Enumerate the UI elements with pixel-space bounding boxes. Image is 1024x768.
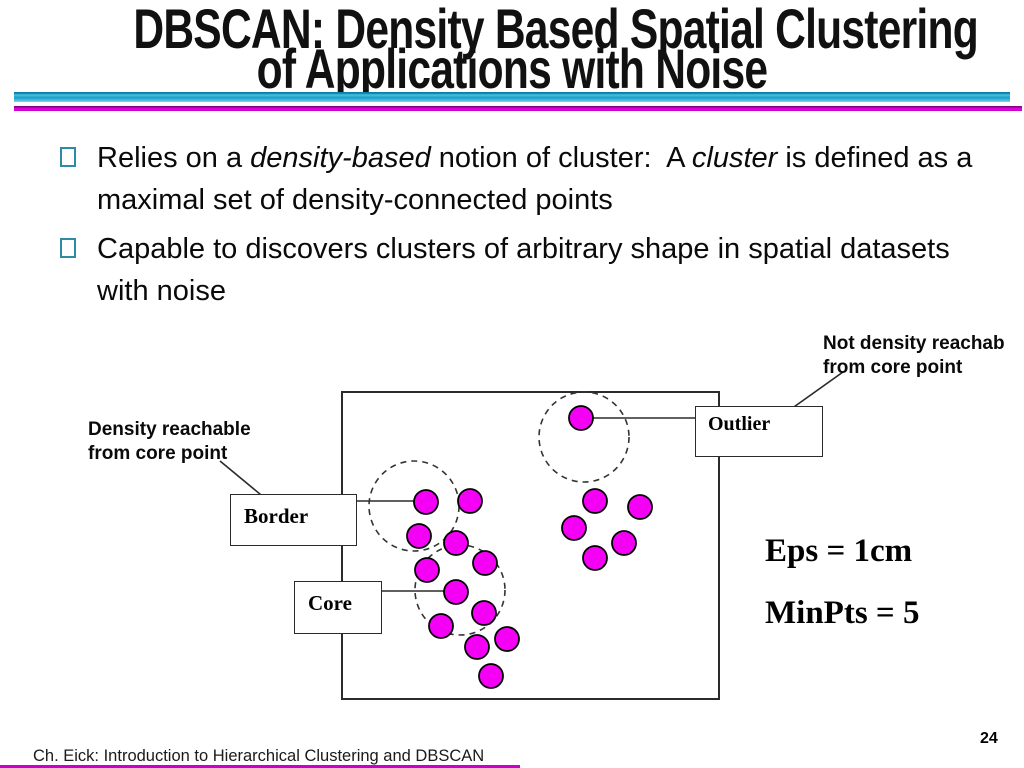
page-number: 24 <box>980 730 998 747</box>
eps-parameter: Eps = 1cm <box>765 533 913 569</box>
slide-title-line2-text: of Applications with Noise <box>256 37 768 100</box>
annotation-not-density-reachable-line2: from core point <box>823 357 963 378</box>
border-label: Border <box>244 504 309 528</box>
annotation-not-density-reachable: Not density reachab from core point <box>823 332 1005 380</box>
data-point <box>494 626 520 652</box>
data-point <box>443 530 469 556</box>
slide-title-line1-text: DBSCAN: Density Based Spatial Clustering <box>133 0 978 60</box>
bullet-item-1-text: Relies on a density-based notion of clus… <box>97 137 992 221</box>
data-point <box>464 634 490 660</box>
annotation-density-reachable: Density reachable from core point <box>88 418 251 466</box>
data-point <box>582 545 608 571</box>
data-point <box>413 489 439 515</box>
data-point <box>611 530 637 556</box>
data-point <box>627 494 653 520</box>
data-point <box>478 663 504 689</box>
data-point <box>457 488 483 514</box>
annotation-not-density-reachable-line1: Not density reachab <box>823 333 1005 354</box>
data-point <box>406 523 432 549</box>
data-point <box>472 550 498 576</box>
bullet-text-segment: notion of cluster: A <box>430 142 692 174</box>
header-rule-magenta <box>14 106 1022 111</box>
data-point <box>561 515 587 541</box>
square-bullet-icon <box>60 238 76 258</box>
bullet-text-segment: is defined as a maximal set of density-c… <box>97 142 981 216</box>
border-label-box: Border <box>230 494 357 546</box>
data-point <box>582 488 608 514</box>
square-bullet-icon <box>60 147 76 167</box>
eps-neighborhood-circle <box>538 391 630 483</box>
footer-credit: Ch. Eick: Introduction to Hierarchical C… <box>33 747 485 765</box>
bullet-item-2-text: Capable to discovers clusters of arbitra… <box>97 228 992 312</box>
core-label: Core <box>308 591 352 615</box>
footer-rule-magenta <box>0 765 520 768</box>
slide-title-line1: DBSCAN: Density Based Spatial Clustering <box>0 0 1024 60</box>
data-point <box>428 613 454 639</box>
outlier-label: Outlier <box>708 413 771 435</box>
data-point <box>414 557 440 583</box>
data-point <box>443 579 469 605</box>
slide-title-line2: of Applications with Noise <box>0 37 1024 100</box>
minpts-parameter: MinPts = 5 <box>765 595 920 631</box>
bullet-item-1: Relies on a density-based notion of clus… <box>60 137 992 221</box>
annotation-density-reachable-line1: Density reachable <box>88 419 251 440</box>
bullet-text-italic-segment: cluster <box>691 142 778 174</box>
data-point <box>471 600 497 626</box>
data-point <box>568 405 594 431</box>
outlier-label-box: Outlier <box>695 406 823 457</box>
bullet-text-segment: Capable to discovers clusters of arbitra… <box>97 233 958 307</box>
diagram-frame <box>341 391 720 700</box>
header-rule-cyan <box>14 92 1010 102</box>
bullet-text-italic-segment: density-based <box>250 142 431 174</box>
core-label-box: Core <box>294 581 382 634</box>
bullet-text-segment: Relies on a <box>97 142 251 174</box>
bullet-item-2: Capable to discovers clusters of arbitra… <box>60 228 992 312</box>
annotation-density-reachable-line2: from core point <box>88 443 228 464</box>
